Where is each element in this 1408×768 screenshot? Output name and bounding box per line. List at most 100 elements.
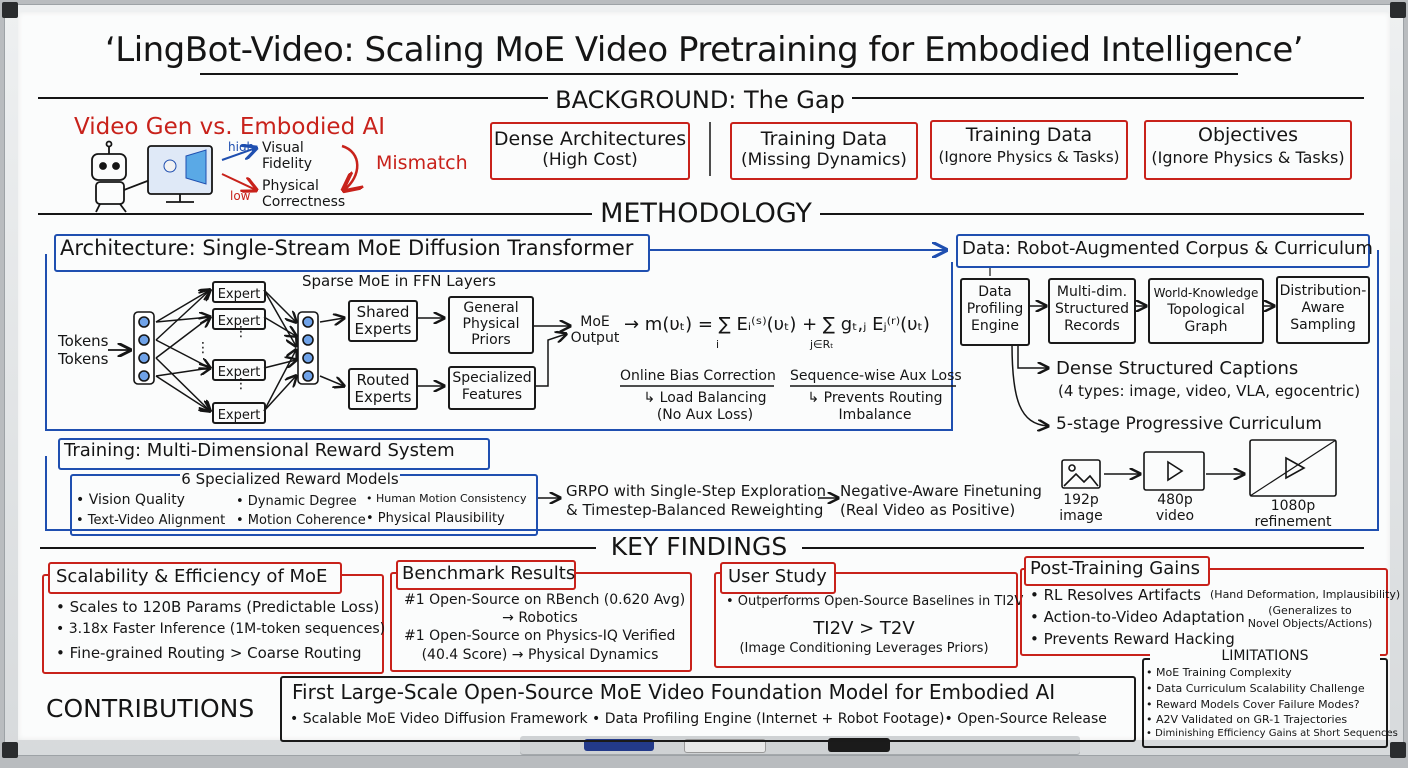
post-training-item: • RL Resolves Artifacts: [1030, 586, 1201, 604]
frame-corner: [2, 742, 18, 758]
gap-card: Training Data (Ignore Physics & Tasks): [930, 120, 1128, 180]
data-profiling-box: Data Profiling Engine: [960, 278, 1030, 346]
expert-box: Expert: [212, 281, 266, 303]
contributions-sub: • Scalable MoE Video Diffusion Framework…: [290, 711, 1107, 727]
sparse-moe-label: Sparse MoE in FFN Layers: [302, 272, 496, 290]
training-title-box: [58, 438, 490, 470]
limitations-title: LIMITATIONS: [1150, 648, 1380, 664]
reward-item: • Vision Quality: [76, 492, 185, 508]
methodology-heading: METHODOLOGY: [600, 198, 812, 229]
reward-item: • Motion Coherence: [236, 513, 366, 528]
user-study-title-box: [720, 562, 836, 594]
video-large-icon: [1249, 439, 1337, 497]
benchmark-title-box: [396, 560, 576, 590]
background-heading: BACKGROUND: The Gap: [555, 86, 845, 114]
knowledge-graph-box: World-Knowledge Topological Graph: [1148, 278, 1264, 344]
limitation-item: • Data Curriculum Scalability Challenge: [1146, 682, 1365, 695]
robot-icon: [91, 140, 151, 213]
reward-models-title: 6 Specialized Reward Models: [180, 470, 400, 488]
page-title: ‘LingBot-Video: Scaling MoE Video Pretra…: [104, 30, 1304, 70]
expert-box: Expert: [212, 308, 266, 330]
limitation-item: • Diminishing Efficiency Gains at Short …: [1146, 728, 1398, 739]
limitation-item: • MoE Training Complexity: [1146, 666, 1292, 679]
post-training-item: • Action-to-Video Adaptation: [1030, 608, 1245, 626]
bias-correction-title: Online Bias Correction: [620, 368, 776, 384]
frame-corner: [1390, 2, 1406, 18]
frame-corner: [2, 2, 18, 18]
data-title: Data: Robot-Augmented Corpus & Curriculu…: [962, 238, 1373, 259]
post-training-note: (Hand Deformation, Implausibility): [1210, 588, 1401, 601]
expert-box: Expert: [212, 359, 266, 381]
gap-card: Training Data (Missing Dynamics): [730, 122, 918, 180]
scalability-title: Scalability & Efficiency of MoE: [56, 566, 328, 587]
benchmark-item: → Robotics: [502, 610, 578, 626]
limitation-item: • Reward Models Cover Failure Modes?: [1146, 698, 1360, 711]
token-column: [133, 311, 319, 385]
image-icon: [1061, 459, 1101, 489]
benchmark-item: (40.4 Score) → Physical Dynamics: [421, 647, 659, 663]
data-title-box: [956, 234, 1370, 268]
structured-records-box: Multi-dim. Structured Records: [1048, 278, 1136, 344]
shared-experts-box: Shared Experts: [348, 300, 418, 342]
benchmark-title: Benchmark Results: [402, 563, 576, 584]
reward-item: • Text-Video Alignment: [76, 513, 226, 528]
high-label: high: [228, 140, 255, 154]
user-study-result: TI2V > T2V: [813, 618, 915, 639]
scalability-item: • Fine-grained Routing > Coarse Routing: [56, 644, 362, 662]
video-gen-title: Video Gen vs. Embodied AI: [74, 114, 386, 140]
scalability-item: • 3.18x Faster Inference (1M-token seque…: [56, 621, 386, 637]
whiteboard-surface: [18, 12, 1390, 740]
ellipsis: ⋮: [234, 376, 248, 392]
scalability-item: • Scales to 120B Params (Predictable Los…: [56, 598, 380, 616]
reward-item: • Human Motion Consistency: [366, 492, 527, 505]
formula-sum-index-i: i: [716, 338, 720, 351]
ellipsis: ⋮: [196, 340, 210, 356]
user-study-card: [714, 572, 1018, 668]
blue-marker[interactable]: [584, 739, 654, 751]
user-study-item: • Outperforms Open-Source Baselines in T…: [726, 594, 1024, 609]
monitor-icon: [147, 145, 213, 203]
reward-item: • Dynamic Degree: [236, 494, 357, 509]
scalability-title-box: [48, 562, 342, 594]
architecture-title-box: [54, 234, 650, 272]
limitation-item: • A2V Validated on GR-1 Trajectories: [1146, 713, 1348, 726]
grpo-label: GRPO with Single-Step Exploration& Times…: [566, 482, 827, 519]
ellipsis: ⋮: [234, 324, 248, 340]
reward-item: • Physical Plausibility: [366, 511, 505, 526]
findings-heading: KEY FINDINGS: [610, 532, 788, 561]
mismatch-label: Mismatch: [376, 152, 468, 174]
captions-title: Dense Structured Captions: [1056, 358, 1299, 379]
gap-card: Dense Architectures (High Cost): [490, 122, 690, 180]
moe-formula: → m(υₜ) = ∑ Eᵢ⁽ˢ⁾(υₜ) + ∑ gₜ,ⱼ Eⱼ⁽ʳ⁾(υₜ): [624, 314, 930, 335]
formula-sum-index-j: j∈Rₜ: [810, 338, 834, 351]
post-training-title: Post-Training Gains: [1030, 558, 1201, 579]
benchmark-item: #1 Open-Source on Physics-IQ Verified: [404, 628, 676, 644]
user-study-title: User Study: [728, 566, 827, 587]
expert-box: Expert: [212, 402, 266, 424]
user-study-note: (Image Conditioning Leverages Priors): [739, 641, 989, 656]
curriculum-label: 5-stage Progressive Curriculum: [1056, 414, 1322, 434]
captions-types: (4 types: image, video, VLA, egocentric): [1058, 382, 1361, 400]
benchmark-item: #1 Open-Source on RBench (0.620 Avg): [404, 592, 686, 608]
contributions-box: [280, 676, 1136, 742]
aux-loss-title: Sequence-wise Aux Loss: [790, 368, 962, 384]
gap-card: Objectives (Ignore Physics & Tasks): [1144, 120, 1352, 180]
post-training-title-box: [1024, 556, 1210, 586]
bias-correction-note: ↳ Load Balancing(No Aux Loss): [643, 390, 767, 423]
general-priors-box: General Physical Priors: [448, 296, 534, 354]
routed-experts-box: Routed Experts: [348, 368, 418, 410]
white-marker[interactable]: [684, 739, 766, 753]
post-training-item: • Prevents Reward Hacking: [1030, 630, 1235, 648]
negative-finetuning-label: Negative-Aware Finetuning(Real Video as …: [840, 482, 1042, 519]
